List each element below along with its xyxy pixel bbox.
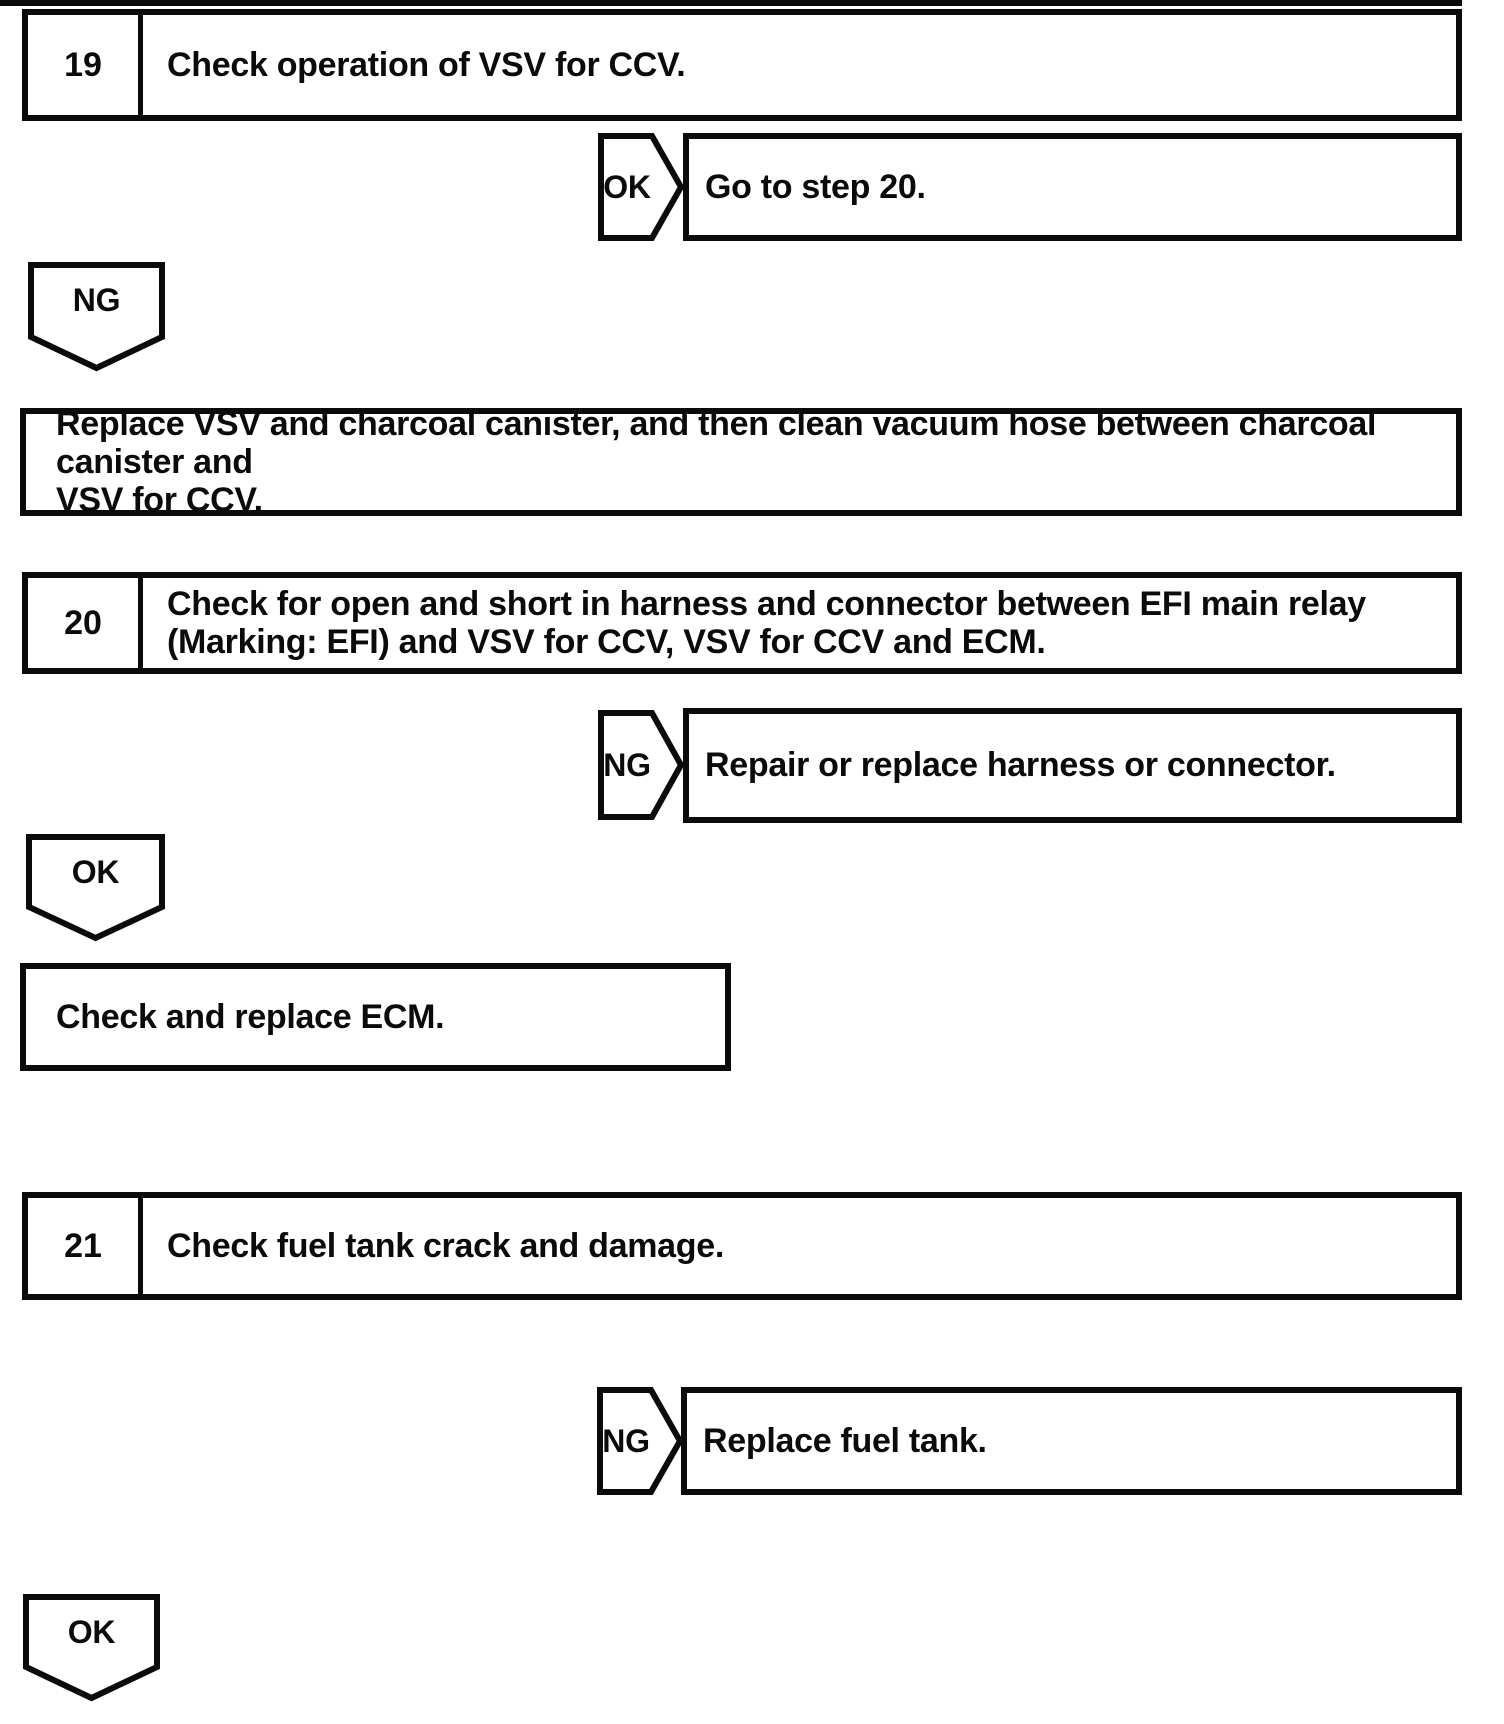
step-21-ng-result-text: Replace fuel tank. bbox=[703, 1421, 987, 1460]
step-21-ok-arrow-icon: OK bbox=[23, 1594, 160, 1702]
step-21-box: 21 Check fuel tank crack and damage. bbox=[22, 1192, 1462, 1300]
step-20-ng-result-text: Repair or replace harness or connector. bbox=[705, 746, 1336, 784]
step-19-ok-result-text: Go to step 20. bbox=[705, 167, 926, 206]
step-20-ng-result-box: Repair or replace harness or connector. bbox=[683, 708, 1462, 823]
step-20-title-line1: Check for open and short in harness and … bbox=[167, 585, 1366, 623]
step-19-number: 19 bbox=[28, 15, 143, 115]
step-20-number: 20 bbox=[28, 578, 143, 668]
step-19-title-text: Check operation of VSV for CCV. bbox=[167, 46, 686, 84]
step-20-title: Check for open and short in harness and … bbox=[143, 578, 1456, 668]
step-20-box: 20 Check for open and short in harness a… bbox=[22, 572, 1462, 674]
step-21-ng-label: NG bbox=[602, 1422, 650, 1459]
step-19-ng-action-box: Replace VSV and charcoal canister, and t… bbox=[20, 405, 1462, 519]
step-20-ng-arrow-icon: NG bbox=[598, 710, 684, 820]
step-19-ng-action-line2: VSV for CCV. bbox=[56, 481, 263, 519]
step-19-title: Check operation of VSV for CCV. bbox=[143, 15, 1456, 115]
step-21-ng-arrow-icon: NG bbox=[597, 1387, 683, 1495]
step-20-ok-label: OK bbox=[71, 853, 120, 890]
step-20-ok-arrow-icon: OK bbox=[26, 834, 165, 942]
step-20-title-line2: (Marking: EFI) and VSV for CCV, VSV for … bbox=[167, 623, 1046, 661]
step-21-ok-label: OK bbox=[67, 1613, 116, 1650]
step-19-ng-label: NG bbox=[72, 281, 121, 318]
step-21-title-text: Check fuel tank crack and damage. bbox=[167, 1227, 724, 1265]
step-21-number: 21 bbox=[28, 1198, 143, 1294]
step-19-ok-result-box: Go to step 20. bbox=[683, 133, 1462, 241]
step-19-ng-arrow-icon: NG bbox=[28, 262, 165, 372]
step-19-ok-label: OK bbox=[603, 168, 651, 205]
step-19-box: 19 Check operation of VSV for CCV. bbox=[22, 9, 1462, 121]
step-20-ng-label: NG bbox=[603, 746, 651, 783]
step-19-ok-arrow-icon: OK bbox=[598, 133, 684, 241]
step-21-title: Check fuel tank crack and damage. bbox=[143, 1198, 1456, 1294]
step-21-ng-result-box: Replace fuel tank. bbox=[681, 1387, 1462, 1495]
step-19-ng-action-line1: Replace VSV and charcoal canister, and t… bbox=[56, 405, 1377, 481]
step-20-ok-action-box: Check and replace ECM. bbox=[20, 963, 731, 1071]
top-rule bbox=[0, 0, 1462, 6]
step-20-ok-action-text: Check and replace ECM. bbox=[56, 998, 445, 1036]
